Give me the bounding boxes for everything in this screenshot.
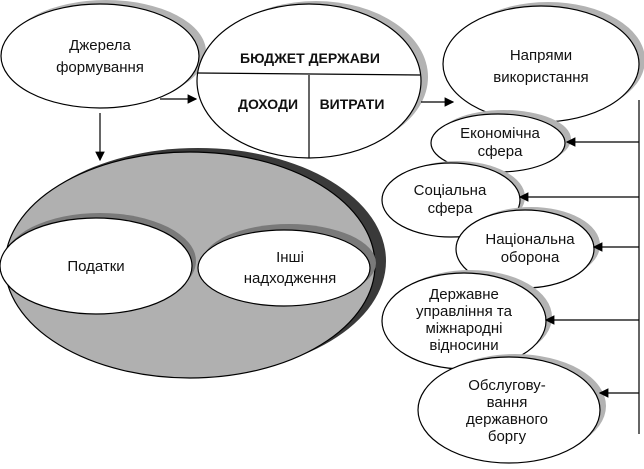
- area-label: Національна: [485, 231, 575, 248]
- revenue-other-line2: надходження: [244, 270, 337, 287]
- area-label: сфера: [478, 143, 524, 160]
- area-label: міжнародні: [425, 320, 502, 337]
- area-label: Економічна: [460, 125, 540, 142]
- sources-node: Джерела формування: [0, 0, 206, 109]
- budget-title: БЮДЖЕТ ДЕРЖАВИ: [240, 50, 380, 66]
- budget-revenues: ДОХОДИ: [238, 96, 298, 112]
- expenditure-area-governance: Державне управління та міжнародні віднос…: [381, 270, 552, 370]
- expenditure-area-economic: Економічна сфера: [430, 110, 571, 173]
- area-label: Соціальна: [414, 182, 487, 199]
- area-label: вання: [487, 394, 528, 411]
- area-label: сфера: [428, 200, 474, 217]
- budget-expenditures: ВИТРАТИ: [320, 96, 385, 112]
- area-label: боргу: [488, 428, 527, 445]
- area-label: управління та: [416, 303, 513, 320]
- budget-divider: [197, 72, 421, 76]
- expenditure-area-defense: Національна оборона: [455, 207, 600, 289]
- directions-line2: використання: [493, 69, 588, 86]
- revenue-other-line1: Інші: [276, 249, 304, 266]
- directions-node: Напрями використання: [442, 2, 644, 123]
- area-label: відносини: [429, 337, 498, 354]
- revenue-types-group: Податки Інші надходження: [0, 148, 386, 379]
- area-label: державного: [466, 411, 548, 428]
- sources-line2: формування: [56, 59, 144, 76]
- revenue-taxes: Податки: [67, 258, 124, 275]
- expenditure-area-social: Соціальна сфера: [381, 161, 525, 238]
- area-label: Обслугову-: [468, 377, 545, 394]
- area-label: Державне: [429, 286, 499, 303]
- sources-line1: Джерела: [69, 37, 131, 54]
- expenditure-area-debt-service: Обслугову- вання державного боргу: [417, 354, 606, 464]
- area-label: оборона: [501, 249, 560, 266]
- budget-node: БЮДЖЕТ ДЕРЖАВИ ДОХОДИ ВИТРАТИ: [196, 1, 428, 159]
- directions-line1: Напрями: [510, 47, 572, 64]
